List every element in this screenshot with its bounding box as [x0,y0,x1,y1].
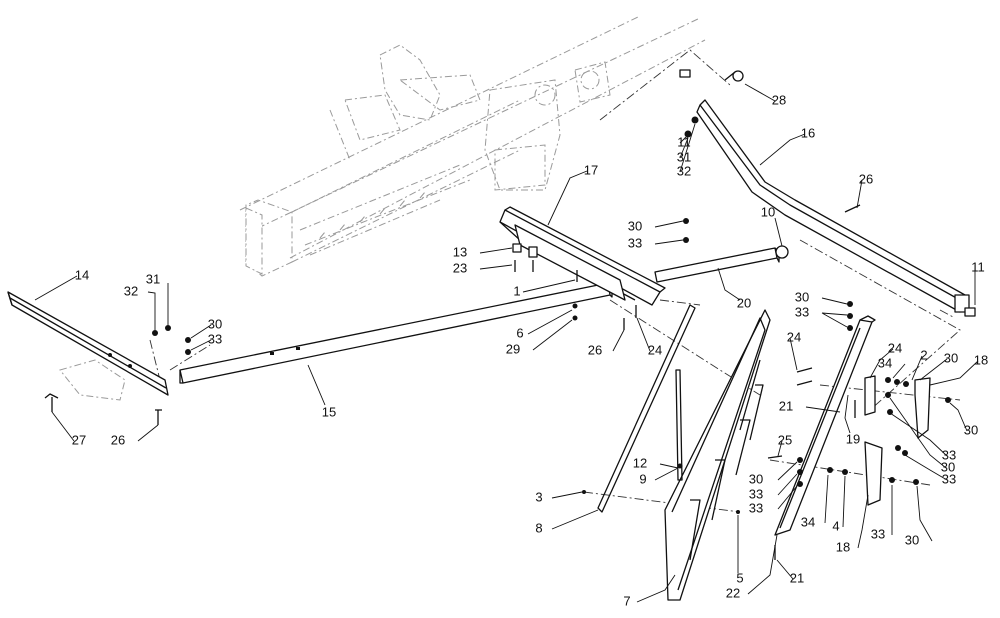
callout-c33g: 33 [749,500,763,515]
callout-c33a: 33 [208,331,222,346]
part-20-short-tube [654,247,780,283]
assembly-centerlines [149,49,961,513]
callout-c23: 23 [453,260,467,275]
callout-c30a: 30 [208,316,222,331]
callout-c21b: 21 [790,570,804,585]
callout-c33f: 33 [749,486,763,501]
callout-c16: 16 [801,125,815,140]
callout-c19: 19 [846,431,860,446]
frame-ghost [59,15,706,401]
callout-c11b: 11 [971,259,985,274]
callout-c11a: 11 [677,134,691,149]
callout-c6: 6 [516,325,523,340]
callout-c33c: 33 [795,304,809,319]
callout-c5: 5 [736,570,743,585]
part-8-seal-strip [597,304,696,513]
callout-c26c: 26 [859,171,873,186]
callout-c31b: 31 [677,149,691,164]
callout-c1: 1 [513,283,520,298]
hardware-fasteners [44,69,976,560]
callout-c14: 14 [75,267,89,282]
callout-c3: 3 [535,489,542,504]
callout-c29: 29 [506,341,520,356]
part-16-bent-arm [696,99,970,313]
callout-c32a: 32 [124,283,138,298]
callout-c30c: 30 [795,289,809,304]
callout-c15: 15 [322,404,336,419]
part-18-bracket-upper [914,377,931,439]
part-15-long-tube [179,282,613,384]
callout-c21a: 21 [779,398,793,413]
callout-c17: 17 [584,162,598,177]
callout-c9: 9 [639,471,646,486]
callout-c8: 8 [535,520,542,535]
callout-c34b: 34 [801,514,815,529]
callout-c24c: 24 [888,340,902,355]
callout-c28: 28 [772,92,786,107]
callout-c18a: 18 [974,352,988,367]
part-19-plate [864,375,876,416]
callout-c27: 27 [72,432,86,447]
callout-c24a: 24 [648,342,662,357]
callout-c26b: 26 [588,342,602,357]
callout-c31a: 31 [146,271,160,286]
callout-c33e: 33 [942,471,956,486]
part-18-bracket-lower [864,441,883,506]
callout-c18b: 18 [836,539,850,554]
callout-c24b: 24 [787,329,801,344]
callout-c30g: 30 [749,471,763,486]
callout-c22: 22 [726,585,740,600]
callout-c30f: 30 [941,459,955,474]
part-14-left-rail [7,291,169,396]
callout-c33h: 33 [871,526,885,541]
callout-c4: 4 [832,518,839,533]
part-12-inner-strip [675,369,683,481]
callout-c7: 7 [623,593,630,608]
callout-c10: 10 [761,204,775,219]
callout-c2: 2 [920,347,927,362]
callout-c25: 25 [778,432,792,447]
callout-c30e: 30 [964,422,978,437]
leader-lines [34,83,979,603]
callout-c33b: 33 [628,235,642,250]
callout-c33d: 33 [942,447,956,462]
callout-c20: 20 [737,295,751,310]
callout-c30b: 30 [628,218,642,233]
part-17-cross-bracket [499,206,666,306]
callout-c30h: 30 [905,532,919,547]
callout-c30d: 30 [944,350,958,365]
callout-c26a: 26 [111,432,125,447]
callout-c13: 13 [453,244,467,259]
callout-c34a: 34 [878,355,892,370]
part-22-vertical-rail [774,315,876,536]
callout-c12: 12 [633,455,647,470]
part-7-panel [664,309,771,601]
callout-c32b: 32 [677,163,691,178]
